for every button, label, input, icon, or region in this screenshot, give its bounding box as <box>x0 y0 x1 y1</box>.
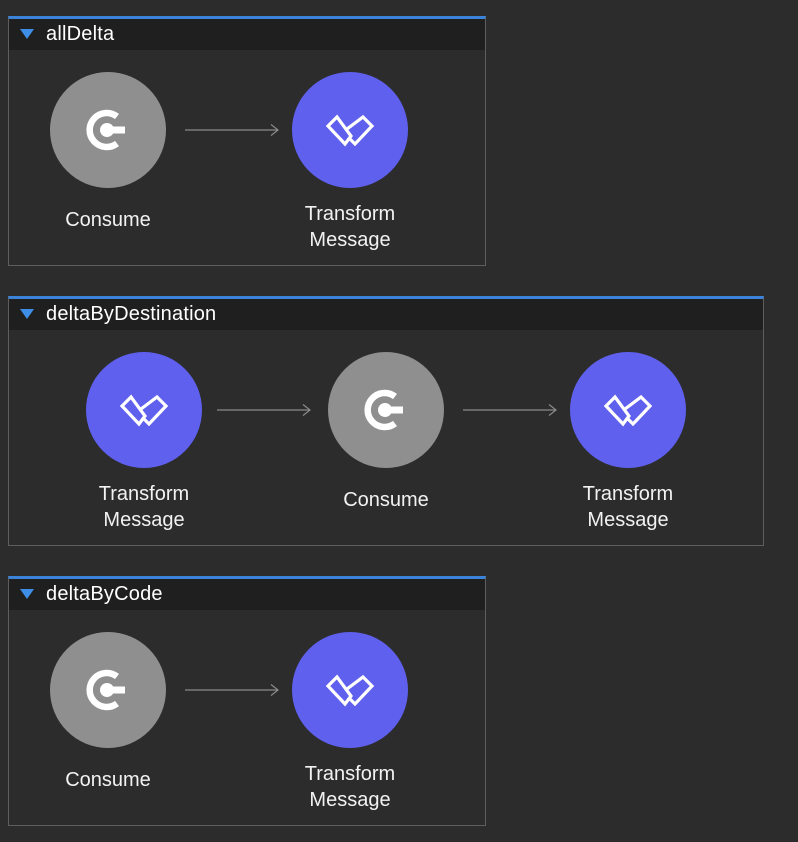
collapse-triangle-icon[interactable] <box>20 588 34 599</box>
transform-message-icon <box>603 394 653 427</box>
consume-node-circle[interactable] <box>328 352 444 468</box>
flow-arrow <box>217 403 313 417</box>
transform-node-circle[interactable] <box>86 352 202 468</box>
consume-node[interactable]: Consume <box>23 72 193 233</box>
transform-message-node[interactable]: Transform Message <box>265 632 435 813</box>
flow-container-alldelta[interactable]: allDelta Consume <box>8 16 486 266</box>
flow-arrow <box>463 403 559 417</box>
node-label: Transform Message <box>582 483 674 531</box>
consume-icon <box>364 389 403 431</box>
transform-node-circle[interactable] <box>570 352 686 468</box>
collapse-triangle-icon[interactable] <box>20 28 34 39</box>
flow-header[interactable]: allDelta <box>9 19 485 50</box>
consume-icon <box>86 669 125 711</box>
collapse-triangle-icon[interactable] <box>20 308 34 319</box>
transform-message-icon <box>119 394 169 427</box>
flow-header[interactable]: deltaByDestination <box>9 299 763 330</box>
consume-node[interactable]: Consume <box>23 632 193 793</box>
flow-title: allDelta <box>46 23 115 45</box>
flow-container-deltabycode[interactable]: deltaByCode Consume <box>8 576 486 826</box>
node-label: Consume <box>343 489 429 511</box>
consume-icon <box>86 109 125 151</box>
node-label: Consume <box>65 209 151 231</box>
consume-node[interactable]: Consume <box>301 352 471 513</box>
consume-node-circle[interactable] <box>50 632 166 748</box>
flow-title: deltaByCode <box>46 583 163 605</box>
transform-message-node[interactable]: Transform Message <box>543 352 713 533</box>
transform-node-circle[interactable] <box>292 72 408 188</box>
flow-title: deltaByDestination <box>46 303 217 325</box>
transform-message-node[interactable]: Transform Message <box>265 72 435 253</box>
flow-arrow <box>185 123 281 137</box>
node-label: Consume <box>65 769 151 791</box>
flow-header[interactable]: deltaByCode <box>9 579 485 610</box>
node-label: Transform Message <box>304 763 396 811</box>
transform-message-icon <box>325 674 375 707</box>
transform-node-circle[interactable] <box>292 632 408 748</box>
transform-message-icon <box>325 114 375 147</box>
consume-node-circle[interactable] <box>50 72 166 188</box>
flow-arrow <box>185 683 281 697</box>
node-label: Transform Message <box>98 483 190 531</box>
transform-message-node[interactable]: Transform Message <box>59 352 229 533</box>
flow-container-deltabydestination[interactable]: deltaByDestination Transform Message <box>8 296 764 546</box>
node-label: Transform Message <box>304 203 396 251</box>
